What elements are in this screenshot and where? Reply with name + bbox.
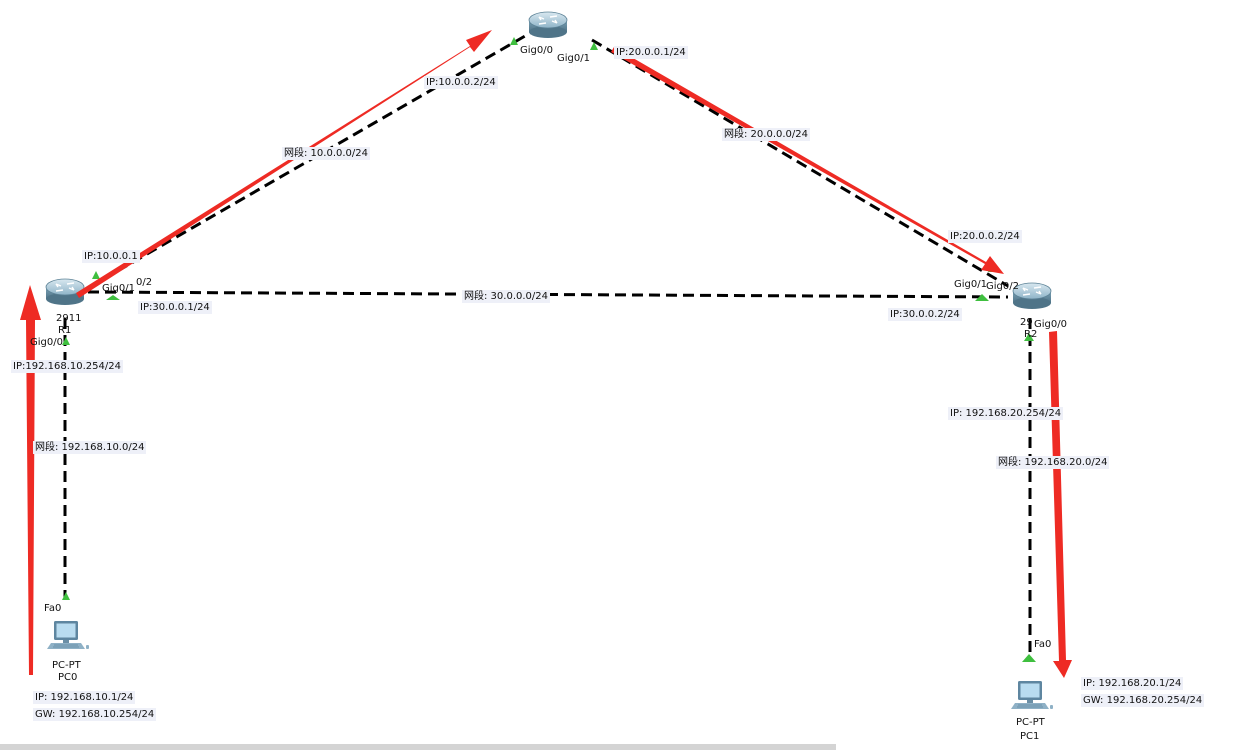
- pc0-icon[interactable]: [46, 620, 90, 650]
- ip-label-r2-top: IP:20.0.0.2/24: [948, 230, 1022, 243]
- arrow-r1-to-top: [76, 30, 492, 298]
- pc1-gw-label: GW: 192.168.20.254/24: [1081, 694, 1205, 707]
- port-up-indicator: [1022, 654, 1036, 662]
- ip-label-r1-right: IP:30.0.0.1/24: [138, 301, 212, 314]
- router-top-icon[interactable]: [528, 11, 568, 39]
- port-label-pc1-fa0: Fa0: [1034, 639, 1052, 650]
- device-name-pc1: PC1: [1020, 731, 1040, 742]
- links: [63, 30, 1032, 660]
- network-label-192-10: 网段: 192.168.10.0/24: [33, 441, 147, 454]
- port-label-r2-gig00: Gig0/0: [1034, 319, 1067, 330]
- device-model-r1: 2911: [56, 313, 82, 324]
- port-up-indicator: [62, 337, 70, 345]
- device-name-pc0: PC0: [58, 672, 78, 683]
- port-up-indicator: [590, 42, 598, 50]
- network-label-20: 网段: 20.0.0.0/24: [722, 128, 810, 141]
- port-label-r1-gig02: 0/2: [136, 277, 153, 288]
- network-label-192-20: 网段: 192.168.20.0/24: [996, 456, 1110, 469]
- port-up-indicator: [975, 294, 989, 301]
- port-label-r1-gig01: Gig0/1: [102, 283, 135, 294]
- port-up-indicator: [106, 295, 120, 300]
- horizontal-scrollbar[interactable]: [0, 744, 836, 750]
- pc1-icon[interactable]: [1010, 680, 1054, 710]
- arrow-pc0-to-r1: [20, 285, 41, 675]
- port-label-pc0-fa0: Fa0: [44, 603, 62, 614]
- device-name-r2: R2: [1024, 329, 1038, 340]
- port-label-top-gig00: Gig0/0: [520, 45, 553, 56]
- ip-label-r1-bottom: IP:192.168.10.254/24: [11, 360, 123, 373]
- ip-label-top-left: IP:10.0.0.2/24: [424, 76, 498, 89]
- network-label-30: 网段: 30.0.0.0/24: [462, 290, 550, 303]
- device-name-r1: R1: [58, 325, 72, 336]
- port-up-indicator: [62, 592, 70, 600]
- port-indicators: [62, 37, 1036, 662]
- device-type-pc0: PC-PT: [52, 660, 81, 671]
- port-label-r1-gig00: Gig0/0: [30, 337, 63, 348]
- link-top-router-r2[interactable]: [591, 38, 1009, 288]
- port-up-indicator: [92, 271, 100, 279]
- port-up-indicator: [510, 37, 518, 45]
- pc0-ip-label: IP: 192.168.10.1/24: [33, 691, 136, 704]
- device-model-r2: 29: [1020, 317, 1033, 328]
- port-up-indicator: [1024, 333, 1034, 341]
- port-label-r2-gig01: Gig0/1: [954, 279, 987, 290]
- device-type-pc1: PC-PT: [1016, 717, 1045, 728]
- arrow-r2-to-pc1: [1049, 331, 1072, 678]
- port-label-r2-gig02: Gig0/2: [986, 281, 1019, 292]
- pc0-gw-label: GW: 192.168.10.254/24: [33, 708, 157, 721]
- network-label-10: 网段: 10.0.0.0/24: [282, 147, 370, 160]
- traffic-path-arrows: [20, 30, 1072, 678]
- ip-label-r2-left: IP:30.0.0.2/24: [888, 308, 962, 321]
- ip-label-r2-bottom: IP: 192.168.20.254/24: [948, 407, 1064, 420]
- pc1-ip-label: IP: 192.168.20.1/24: [1081, 677, 1184, 690]
- link-r1-top-router[interactable]: [87, 30, 533, 290]
- ip-label-top-right: IP:20.0.0.1/24: [614, 46, 688, 59]
- port-label-top-gig01: Gig0/1: [557, 53, 590, 64]
- ip-label-r1-top: IP:10.0.0.1: [82, 250, 140, 263]
- arrow-top-to-r2: [611, 47, 1004, 274]
